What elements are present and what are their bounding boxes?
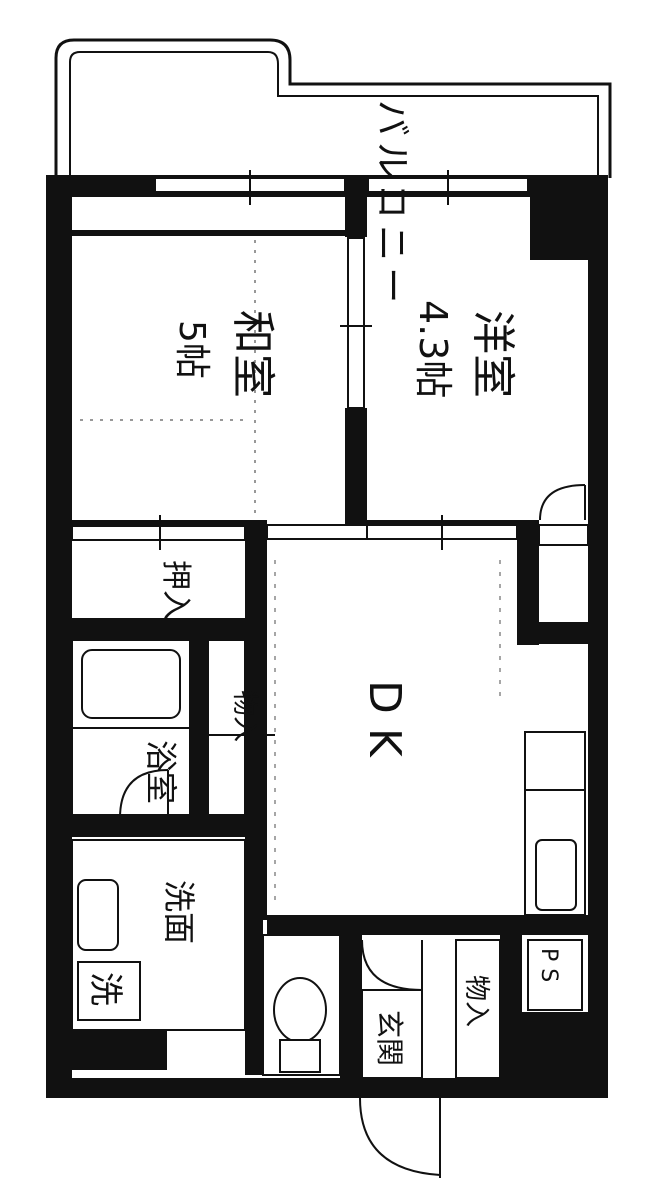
bath-door — [119, 769, 169, 819]
laundry-label: 洗 — [85, 972, 125, 1006]
dk-label: D K — [359, 680, 410, 758]
storage-bath-side — [200, 639, 275, 816]
entrance-storage — [455, 939, 583, 1079]
balcony — [54, 38, 612, 178]
kitchen-counter — [524, 731, 586, 916]
bathtub — [71, 639, 191, 816]
room-doors — [71, 515, 518, 550]
youshitsu-size: 4.3帖 — [411, 300, 455, 398]
washroom-label: 洗面 — [160, 880, 198, 944]
interior-walls — [72, 197, 588, 1080]
washitsu-size: 5帖 — [171, 320, 212, 379]
closet-door — [538, 484, 589, 546]
balcony-outline — [54, 38, 612, 178]
youshitsu-name: 洋室 — [467, 310, 518, 398]
entrance-doors — [359, 939, 441, 1178]
balcony-label: バルコニー — [371, 100, 412, 309]
oshiire-label: 押入 — [158, 560, 193, 620]
washroom — [71, 839, 246, 1031]
entrance-storage-label: 物入 — [461, 975, 491, 1027]
tatami-lines — [80, 240, 256, 515]
washitsu-name: 和室 — [227, 310, 278, 398]
ps-label: P S — [536, 948, 561, 982]
top-windows — [154, 170, 529, 205]
storage-bath-label: 物入 — [229, 690, 259, 742]
genkan-label: 玄関 — [373, 1010, 406, 1066]
sliding-door — [340, 237, 372, 409]
bath-label: 浴室 — [142, 740, 180, 804]
toilet — [262, 934, 341, 1076]
